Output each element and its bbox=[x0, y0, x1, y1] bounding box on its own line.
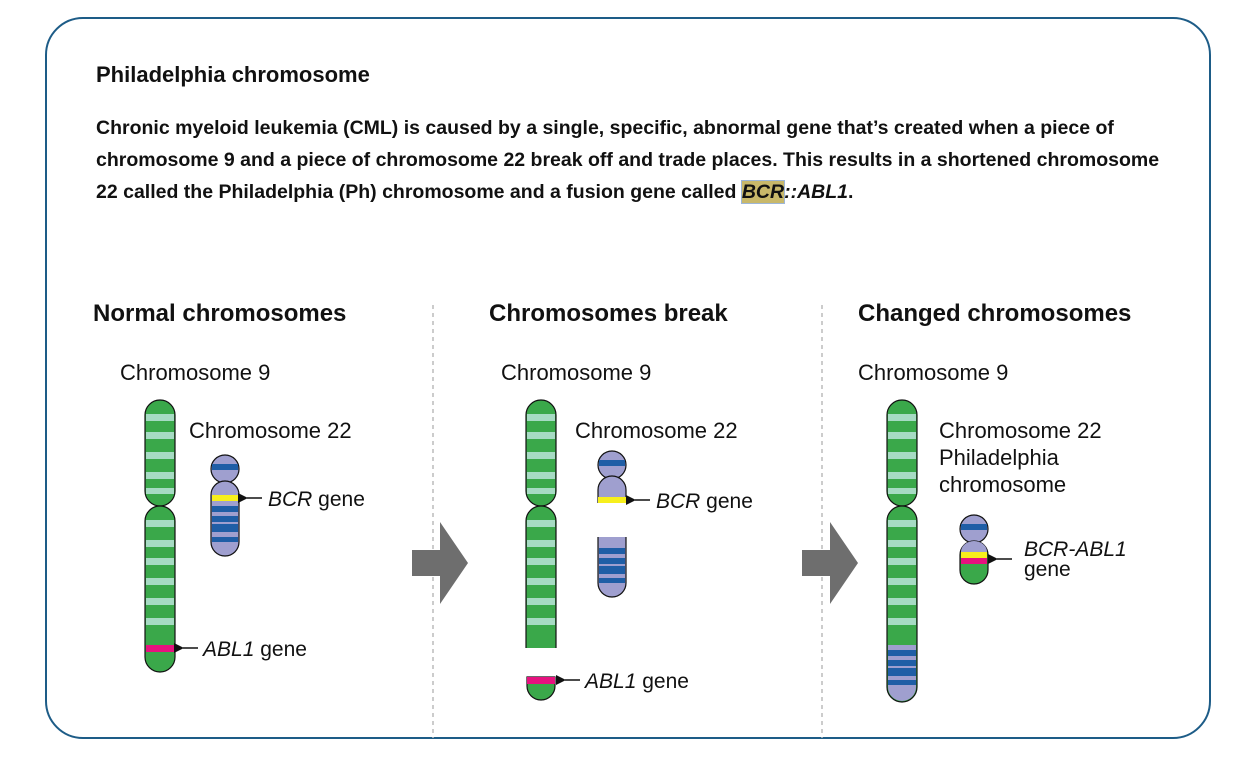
panel-heading-normal: Normal chromosomes bbox=[93, 300, 346, 327]
abl1-fragment bbox=[526, 676, 556, 701]
bcr-gene-label: BCR gene bbox=[656, 490, 753, 513]
intro-paragraph: Chronic myeloid leukemia (CML) is caused… bbox=[96, 112, 1186, 208]
philadelphia-label: Philadelphia bbox=[939, 445, 1060, 470]
fusion-gene-label: BCR-ABL1 bbox=[1024, 538, 1127, 561]
info-card bbox=[45, 17, 1211, 739]
gene-name-rest: ::ABL1 bbox=[784, 181, 848, 203]
chromosome-9-broken bbox=[525, 399, 557, 648]
fusion-gene-suffix: gene bbox=[1024, 558, 1071, 581]
chromosome-22-label: Chromosome 22 bbox=[939, 418, 1102, 443]
bcr-band bbox=[598, 497, 626, 503]
panel-heading-break: Chromosomes break bbox=[489, 300, 728, 327]
page-title: Philadelphia chromosome bbox=[96, 62, 370, 87]
gene-highlight: BCR bbox=[741, 181, 785, 203]
abl1-band bbox=[146, 645, 174, 652]
chromosome-9-label: Chromosome 9 bbox=[501, 360, 651, 385]
chromosome-22-label: Chromosome 22 bbox=[189, 418, 352, 443]
chromosome-22-fragment bbox=[597, 537, 627, 598]
chromosome-9-normal bbox=[144, 399, 176, 673]
abl1-band bbox=[961, 558, 987, 564]
chromosome-22-broken bbox=[597, 450, 627, 503]
bcr-band bbox=[212, 495, 238, 501]
abl1-gene-label: ABL1 gene bbox=[201, 638, 307, 661]
intro-text: Chronic myeloid leukemia (CML) is caused… bbox=[96, 117, 1160, 203]
chromosome-9-label: Chromosome 9 bbox=[858, 360, 1008, 385]
bcr-gene-label: BCR gene bbox=[268, 488, 365, 511]
chromosome-22-label: Chromosome 22 bbox=[575, 418, 738, 443]
chromosome-9-label: Chromosome 9 bbox=[120, 360, 270, 385]
panel-heading-changed: Changed chromosomes bbox=[858, 300, 1131, 327]
chromosome-9-changed bbox=[886, 399, 918, 703]
transition-arrow-1 bbox=[412, 522, 468, 604]
intro-end: . bbox=[848, 181, 854, 203]
philadelphia-chromosome bbox=[959, 514, 989, 585]
chromosome-22-normal bbox=[210, 454, 240, 557]
transition-arrow-2 bbox=[802, 522, 858, 604]
philadelphia-chromosome-label: chromosome bbox=[939, 472, 1066, 497]
abl1-gene-label: ABL1 gene bbox=[583, 670, 689, 693]
bcr-band bbox=[961, 552, 987, 558]
